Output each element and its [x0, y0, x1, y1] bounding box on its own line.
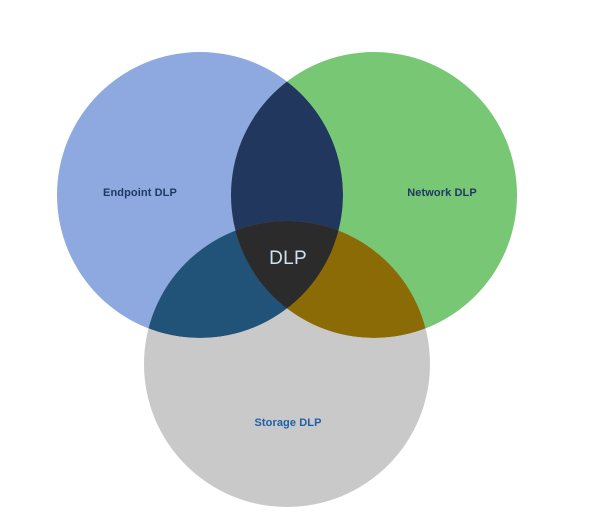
- venn-label-center: DLP: [269, 248, 307, 269]
- venn-label-endpoint: Endpoint DLP: [103, 187, 177, 199]
- venn-label-network: Network DLP: [407, 187, 477, 199]
- venn-labels: Endpoint DLP Network DLP Storage DLP DLP: [103, 187, 477, 429]
- venn-region-center-shape: [231, 221, 343, 338]
- venn-region-center[interactable]: [57, 52, 343, 338]
- venn-label-storage: Storage DLP: [254, 417, 321, 429]
